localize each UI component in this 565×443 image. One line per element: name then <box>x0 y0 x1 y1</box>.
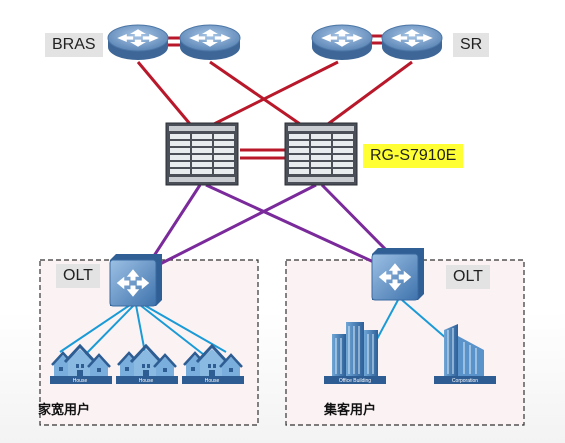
house-2-label: House <box>139 378 154 384</box>
house-3-label: House <box>205 378 220 384</box>
sr-router-1-icon <box>312 25 372 60</box>
olt-left-label: OLT <box>56 264 100 288</box>
corporation-building-icon: Corporation <box>434 324 496 384</box>
core-switch-2-icon <box>284 122 358 186</box>
sr-router-2-icon <box>382 25 442 60</box>
core-switch-label: RG-S7910E <box>363 144 464 168</box>
sr-label: SR <box>453 33 490 57</box>
olt-right-icon <box>372 248 424 300</box>
olt-left-icon <box>110 254 162 306</box>
house-1-label: House <box>73 378 88 384</box>
office-building-label: Office Building <box>339 378 371 384</box>
olt-right-label: OLT <box>446 265 490 289</box>
house-2-icon: House <box>114 344 180 386</box>
house-3-icon: House <box>180 344 246 386</box>
office-building-icon: Office Building <box>324 322 386 384</box>
core-switch-1-icon <box>165 122 239 186</box>
corporation-building-label: Corporation <box>452 378 478 384</box>
home-users-caption: 家宽用户 <box>38 403 91 418</box>
bras-router-2-icon <box>180 25 240 60</box>
bras-router-1-icon <box>108 25 168 60</box>
bras-label: BRAS <box>45 33 103 57</box>
house-1-icon: House <box>48 344 114 386</box>
aggregation-links <box>148 183 396 266</box>
enterprise-users-caption: 集客用户 <box>324 403 377 418</box>
